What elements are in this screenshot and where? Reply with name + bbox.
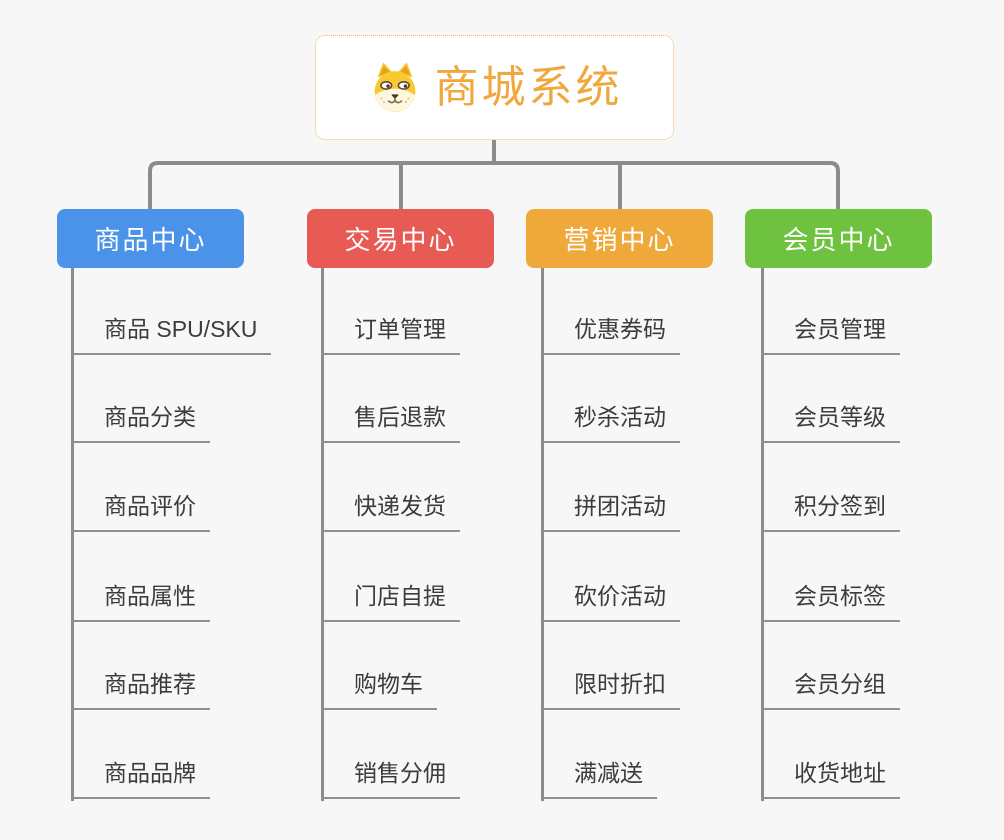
branch-box-marketing-center[interactable]: 营销中心 — [526, 209, 713, 268]
child-topic[interactable]: 限时折扣 — [541, 666, 680, 710]
child-topic[interactable]: 秒杀活动 — [541, 399, 680, 443]
root-title: 商城系统 — [434, 62, 623, 112]
branch-box-trade-center[interactable]: 交易中心 — [307, 209, 494, 268]
branch-children-marketing-center: 优惠券码 秒杀活动 拼团活动 砍价活动 限时折扣 满减送 — [541, 268, 781, 801]
dog-mascot-icon — [374, 61, 415, 112]
child-topic[interactable]: 会员管理 — [761, 311, 900, 355]
branch-bus-line — [148, 161, 840, 209]
branch-children-product-center: 商品 SPU/SKU 商品分类 商品评价 商品属性 商品推荐 商品品牌 — [71, 268, 311, 801]
child-topic[interactable]: 优惠券码 — [541, 311, 680, 355]
child-topic[interactable]: 会员分组 — [761, 666, 900, 710]
child-topic[interactable]: 满减送 — [541, 755, 657, 799]
child-topic[interactable]: 销售分佣 — [321, 755, 460, 799]
child-topic[interactable]: 拼团活动 — [541, 488, 680, 532]
child-topic[interactable]: 商品属性 — [71, 578, 210, 622]
root-node[interactable]: 商城系统 — [315, 35, 674, 140]
child-topic[interactable]: 砍价活动 — [541, 578, 680, 622]
child-topic[interactable]: 快递发货 — [321, 488, 460, 532]
child-topic[interactable]: 订单管理 — [321, 311, 460, 355]
child-topic[interactable]: 商品分类 — [71, 399, 210, 443]
child-topic[interactable]: 会员等级 — [761, 399, 900, 443]
child-topic[interactable]: 商品品牌 — [71, 755, 210, 799]
child-topic[interactable]: 门店自提 — [321, 578, 460, 622]
child-topic[interactable]: 售后退款 — [321, 399, 460, 443]
branch-children-trade-center: 订单管理 售后退款 快递发货 门店自提 购物车 销售分佣 — [321, 268, 561, 801]
branch-children-member-center: 会员管理 会员等级 积分签到 会员标签 会员分组 收货地址 — [761, 268, 1001, 801]
child-topic[interactable]: 商品推荐 — [71, 666, 210, 710]
branch-box-member-center[interactable]: 会员中心 — [745, 209, 932, 268]
branch-box-product-center[interactable]: 商品中心 — [57, 209, 244, 268]
child-topic[interactable]: 商品评价 — [71, 488, 210, 532]
child-topic[interactable]: 收货地址 — [761, 755, 900, 799]
child-topic[interactable]: 会员标签 — [761, 578, 900, 622]
child-topic[interactable]: 购物车 — [321, 666, 437, 710]
child-topic[interactable]: 商品 SPU/SKU — [71, 311, 272, 355]
child-topic[interactable]: 积分签到 — [761, 488, 900, 532]
